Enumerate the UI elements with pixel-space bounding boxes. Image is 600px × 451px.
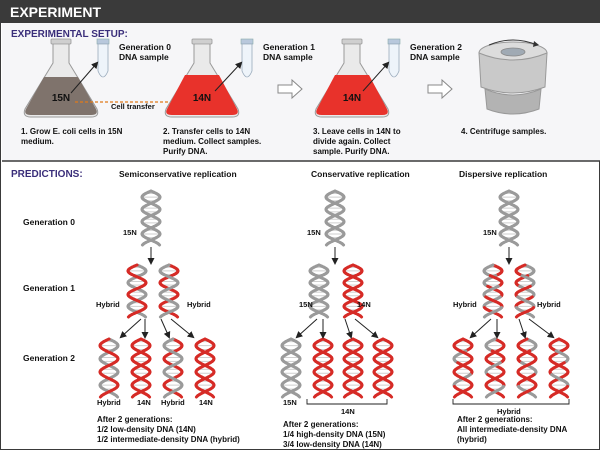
helix-cons-g1-b: [344, 265, 362, 317]
step1-line1: 1. Grow E. coli cells in 15N: [21, 127, 123, 136]
flask-15n-label: 15N: [52, 93, 70, 104]
semi-g1-hybrid-right: Hybrid: [187, 300, 211, 309]
cons-g2-14n: 14N: [341, 407, 355, 416]
cell-transfer-label: Cell transfer: [111, 102, 155, 111]
semi-g1-hybrid-left: Hybrid: [96, 300, 120, 309]
step4-line1: 4. Centrifuge samples.: [461, 127, 546, 136]
setup-heading: EXPERIMENTAL SETUP:: [11, 29, 128, 40]
cons-bracket: [307, 399, 387, 404]
helix-cons-g2-2: [314, 339, 332, 397]
step2-line3: Purify DNA.: [163, 147, 207, 156]
disp-summary-line1: After 2 generations:: [457, 415, 533, 424]
centrifuge-icon: [479, 40, 547, 114]
helix-disp-g1-a: [484, 265, 502, 317]
cons-summary-line3: 3/4 low-density DNA (14N): [283, 440, 382, 449]
cons-g1-14n: 14N: [357, 300, 371, 309]
helix-disp-g1-b: [516, 265, 534, 317]
disp-title: Dispersive replication: [459, 169, 547, 179]
cons-title: Conservative replication: [311, 169, 410, 179]
helix-cons-g2-4: [374, 339, 392, 397]
helix-semi-g2-1: [100, 339, 118, 397]
helix-cons-g2-1: [282, 339, 300, 397]
helix-semi-g2-3: [164, 339, 182, 397]
dna-helices: [100, 191, 568, 397]
flask-14n-a-label: 14N: [193, 93, 211, 104]
helix-cons-g2-3: [344, 339, 362, 397]
tube3-label-line1: Generation 2: [410, 42, 462, 52]
semi-summary-line2: 1/2 low-density DNA (14N): [97, 425, 196, 434]
helix-disp-g2-3: [518, 339, 536, 397]
helix-semi-g2-2: [132, 339, 150, 397]
helix-disp-g0: [500, 191, 518, 245]
flask-14n-b-label: 14N: [343, 93, 361, 104]
semi-g2-hybrid-1: Hybrid: [97, 398, 121, 407]
helix-cons-g0: [326, 191, 344, 245]
semi-title: Semiconservative replication: [119, 169, 237, 179]
semi-g2-14n-1: 14N: [137, 398, 151, 407]
semi-15n-label: 15N: [123, 228, 137, 237]
disp-bracket: [453, 399, 569, 404]
helix-semi-g0: [142, 191, 160, 245]
semi-g2-14n-2: 14N: [199, 398, 213, 407]
tube2-label-line2: DNA sample: [263, 52, 313, 62]
semi-summary-line3: 1/2 intermediate-density DNA (hybrid): [97, 435, 240, 444]
step1-line2: medium.: [21, 137, 54, 146]
helix-disp-g2-2: [486, 339, 504, 397]
disp-summary-line3: (hybrid): [457, 435, 487, 444]
predictions-heading: PREDICTIONS:: [11, 169, 83, 180]
helix-disp-g2-4: [550, 339, 568, 397]
cons-15n-label: 15N: [307, 228, 321, 237]
row-label-gen2: Generation 2: [23, 353, 75, 363]
helix-semi-g2-4: [196, 339, 214, 397]
sample-tube-2: [241, 39, 253, 77]
semi-summary-line1: After 2 generations:: [97, 415, 173, 424]
helix-cons-g1-a: [310, 265, 328, 317]
cons-g1-15n: 15N: [299, 300, 313, 309]
disp-summary-line2: All intermediate-density DNA: [457, 425, 567, 434]
cons-summary-line1: After 2 generations:: [283, 420, 359, 429]
sample-tube-1: [97, 39, 109, 77]
disp-g1-hybrid-right: Hybrid: [537, 300, 561, 309]
sample-tube-3: [388, 39, 400, 77]
tube1-label-line1: Generation 0: [119, 42, 171, 52]
tube3-label-line2: DNA sample: [410, 52, 460, 62]
helix-semi-g1-b: [160, 265, 178, 317]
helix-disp-g2-1: [454, 339, 472, 397]
header-title: EXPERIMENT: [10, 4, 101, 20]
step3-line1: 3. Leave cells in 14N to: [313, 127, 401, 136]
step2-line2: medium. Collect samples.: [163, 137, 261, 146]
disp-15n-label: 15N: [483, 228, 497, 237]
row-label-gen1: Generation 1: [23, 283, 75, 293]
semi-g2-hybrid-2: Hybrid: [161, 398, 185, 407]
tube1-label-line2: DNA sample: [119, 52, 169, 62]
tube2-label-line1: Generation 1: [263, 42, 315, 52]
row-label-gen0: Generation 0: [23, 217, 75, 227]
disp-g1-hybrid-left: Hybrid: [453, 300, 477, 309]
cons-summary-line2: 1/4 high-density DNA (15N): [283, 430, 386, 439]
step3-line3: sample. Purify DNA.: [313, 147, 389, 156]
helix-semi-g1-a: [128, 265, 146, 317]
cons-g2-15n: 15N: [283, 398, 297, 407]
step3-line2: divide again. Collect: [313, 137, 391, 146]
step2-line1: 2. Transfer cells to 14N: [163, 127, 250, 136]
